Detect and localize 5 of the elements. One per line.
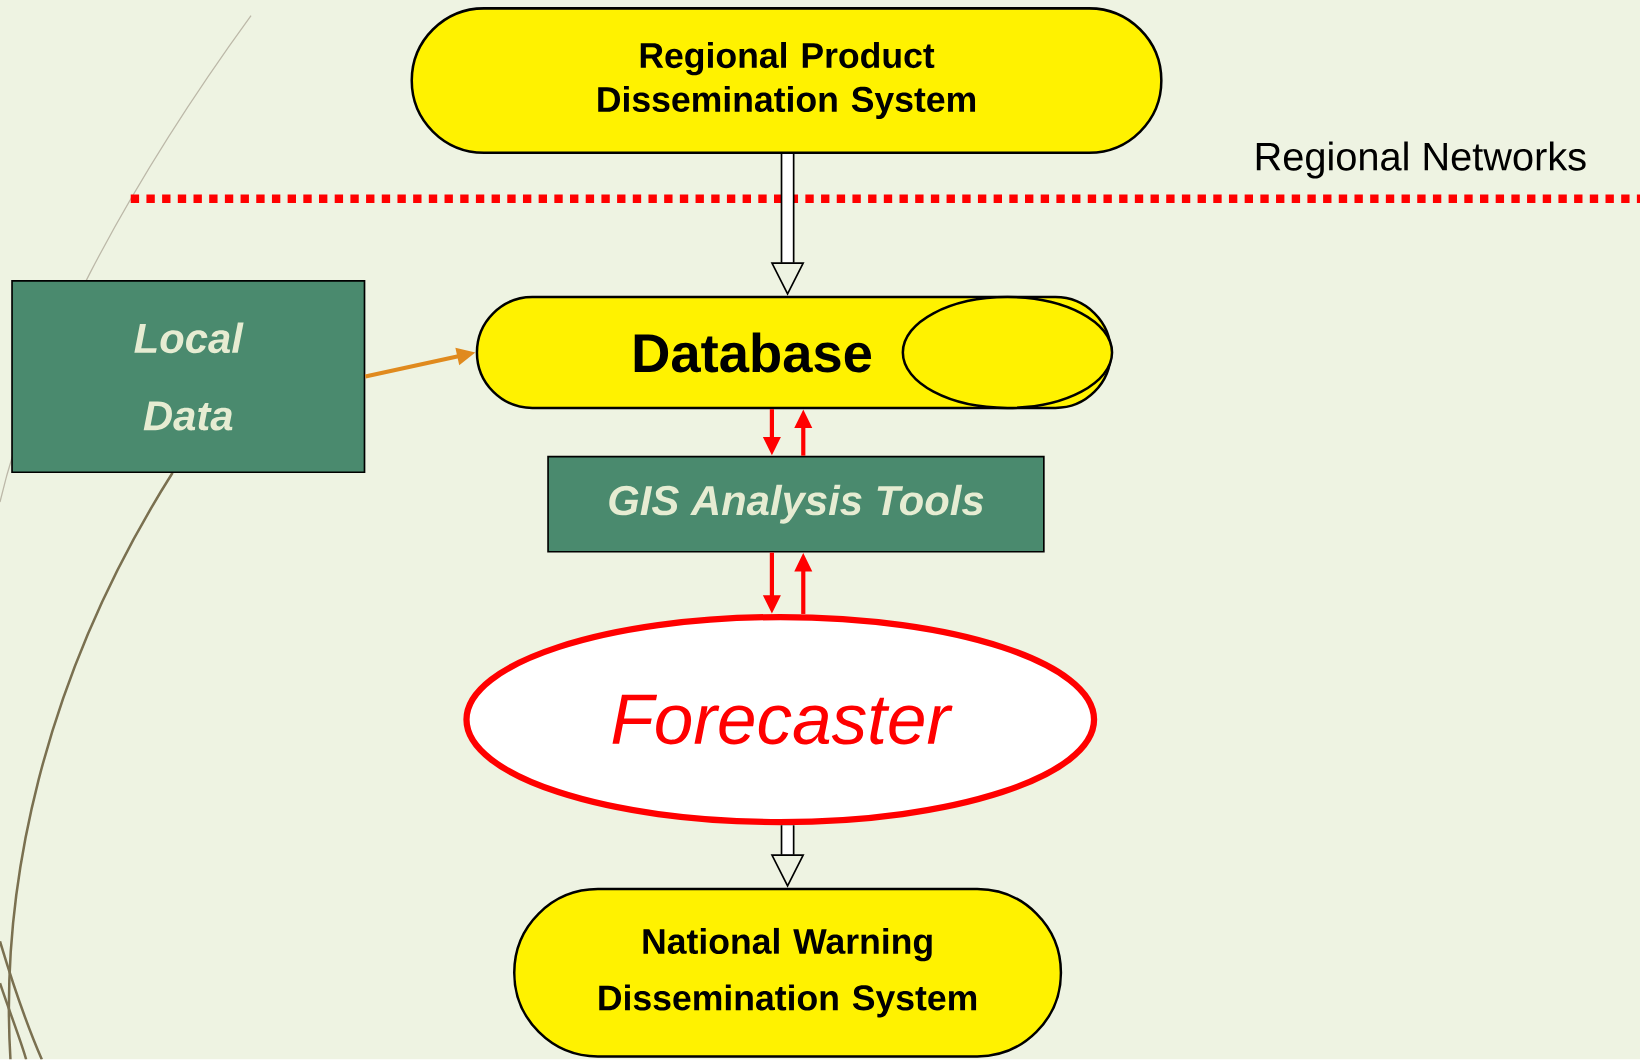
process-box: GIS Analysis Tools bbox=[547, 455, 1045, 553]
database-cylinder: Database bbox=[475, 296, 1114, 410]
region-label: Regional Networks bbox=[1256, 141, 1586, 179]
data-box: Local Data bbox=[11, 280, 366, 474]
terminal-oval: National Warning Dissemination System bbox=[513, 888, 1063, 1058]
